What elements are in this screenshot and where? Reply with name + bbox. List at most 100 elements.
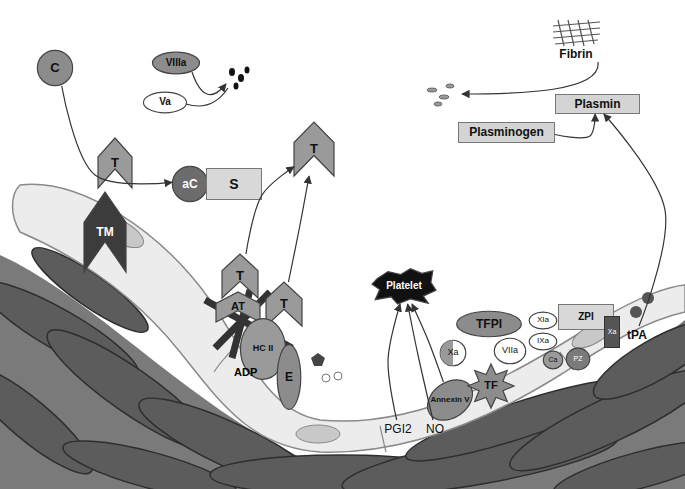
node-text: Plasmin <box>574 98 620 111</box>
factor-viia-fill <box>494 338 525 363</box>
node-text-box: PZ <box>566 348 590 370</box>
node-text-box: IXa <box>529 333 557 350</box>
node-text: S <box>229 177 238 192</box>
mediator-label: NO <box>420 420 450 438</box>
node-text-box: NO <box>420 420 450 438</box>
node-text: C <box>50 61 59 75</box>
tpa-dot <box>642 292 654 304</box>
node-text: VIIIa <box>166 58 187 69</box>
node-text: Va <box>159 97 171 108</box>
platelet-shape: Platelet <box>372 268 436 304</box>
arrow-connector <box>412 304 443 382</box>
factor-fragments <box>229 67 250 90</box>
thrombin-shape: T <box>266 282 302 326</box>
inactivation-line <box>192 72 226 95</box>
thrombomodulin: TM <box>84 192 126 272</box>
node-text-box: T <box>266 282 302 326</box>
node-text-box: VIIIa <box>152 52 200 74</box>
fibrin-mesh <box>553 20 600 46</box>
fibrin-fragment <box>427 88 437 92</box>
factor-ixa-fill <box>529 333 556 350</box>
degradation <box>186 72 228 106</box>
thrombin-shape-fill <box>266 282 302 326</box>
node-text-box: ZPI <box>559 305 613 329</box>
antithrombin: AT <box>216 292 260 322</box>
node-text-box: TF <box>468 364 514 408</box>
phosphate-dot <box>322 374 330 382</box>
factor-xa: Xa <box>604 316 620 348</box>
calcium-ion-fill <box>543 351 563 369</box>
phosphate-dot <box>334 372 342 380</box>
thrombin-shape-fill <box>222 254 258 298</box>
annexin-v: Annexin V <box>425 382 475 418</box>
protein-c-circle: C <box>37 50 73 86</box>
node-text-box: T <box>222 254 258 298</box>
node-text: XIa <box>537 316 549 324</box>
node-text-box: Xa <box>440 340 466 366</box>
factor-ixa: IXa <box>529 333 557 350</box>
fibrin-strand <box>555 40 598 44</box>
node-text: T <box>111 156 119 170</box>
thrombin-shape: T <box>98 138 132 188</box>
protein-c-circle-fill <box>37 50 72 85</box>
tpa-label: tPA <box>618 326 656 344</box>
node-text: T <box>236 269 244 283</box>
node-text-box: PGI2 <box>376 420 420 438</box>
mediator-label: PGI2 <box>376 420 420 438</box>
factor-va-fill <box>143 92 186 113</box>
node-text-box: Xa <box>605 317 619 347</box>
tpa-dot <box>630 306 642 318</box>
node-text: tPA <box>627 329 647 342</box>
node-text: VIIa <box>502 346 518 355</box>
node-text-box: Fibrin <box>550 46 602 62</box>
node-text-box: Ca <box>543 351 563 369</box>
thrombomodulin-fill <box>84 192 126 272</box>
fragment <box>234 83 239 90</box>
node-text: Platelet <box>386 281 422 292</box>
node-text-box: C <box>37 50 73 86</box>
node-text: NO <box>426 423 444 436</box>
fragment <box>245 67 250 74</box>
node-text: E <box>285 371 293 384</box>
node-text-box: Annexin V <box>425 382 475 418</box>
protein-z-fill <box>566 348 590 370</box>
node-text-box: VIIa <box>494 338 526 364</box>
node-text: T <box>280 297 288 311</box>
node-text-box: E <box>277 344 301 410</box>
endothelium <box>13 184 685 452</box>
node-text-box: tPA <box>618 326 656 344</box>
fibrin-strand <box>588 20 594 44</box>
tissue-factor-fill <box>468 364 514 408</box>
nucleus <box>296 425 340 443</box>
node-text: PZ <box>574 355 583 362</box>
fibrin-label: Fibrin <box>550 46 602 62</box>
tfpi-ellipse: TFPI <box>456 311 522 337</box>
arrow-connector <box>408 304 433 420</box>
fibrin-strand <box>568 20 574 46</box>
node-text: TF <box>484 380 497 392</box>
node-text-box: T <box>294 122 334 176</box>
protein-z: PZ <box>566 348 590 370</box>
arrow-connector <box>604 114 666 326</box>
fibrinolysis-arrow <box>462 62 598 94</box>
factor-viia: VIIa <box>494 338 526 364</box>
node-text: Xa <box>447 348 458 357</box>
factor-viiia-fill <box>152 52 199 74</box>
fibrin-strand <box>558 20 564 46</box>
node-text: HC II <box>253 344 274 353</box>
factor-xia: XIa <box>529 312 557 329</box>
thrombin-shape: T <box>222 254 258 298</box>
node-text: AT <box>231 301 245 313</box>
fibrin-fragment <box>434 102 442 106</box>
node-text-box: S <box>207 169 261 199</box>
node-text: Annexin V <box>430 396 469 404</box>
node-text: Plasminogen <box>469 126 544 139</box>
inactivation-line <box>186 88 228 106</box>
smooth-muscle-cell <box>548 429 685 489</box>
node-text: Xa <box>608 328 617 335</box>
node-text: TM <box>96 226 113 239</box>
node-text-box: Va <box>143 92 187 113</box>
arrow-connector <box>388 304 400 420</box>
factor-va: Va <box>143 92 187 113</box>
node-text: IXa <box>537 337 549 345</box>
